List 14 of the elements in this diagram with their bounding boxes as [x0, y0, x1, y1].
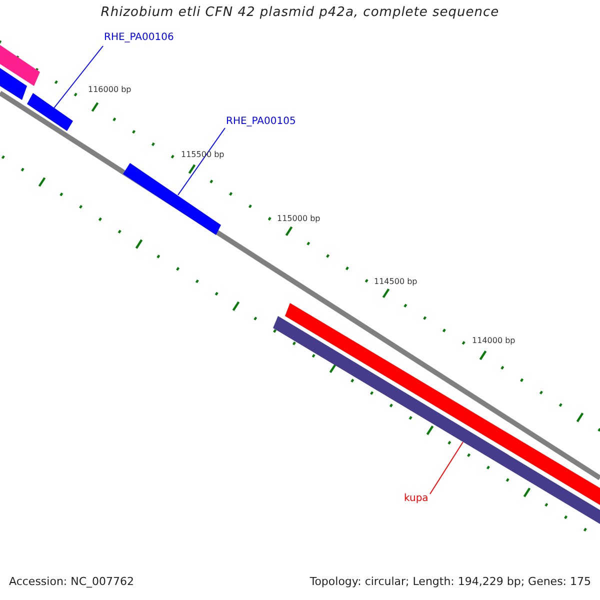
position-label: 115000 bp — [277, 214, 320, 223]
gene-bar — [123, 163, 221, 235]
gene-label: kupa — [404, 493, 428, 504]
footer-text: Topology: circular; Length: 194,229 bp; Genes: 175 — [310, 575, 591, 588]
gene-bar — [27, 93, 73, 131]
gene-label: RHE_PA00106 — [104, 32, 174, 43]
leader-line — [54, 46, 104, 108]
gene-bar — [273, 316, 600, 524]
position-label: 114000 bp — [472, 336, 516, 345]
title: Rhizobium etli CFN 42 plasmid p42a, complete sequence — [100, 5, 500, 20]
footer-text: Accession: NC_007762 — [9, 575, 134, 588]
leader-line — [430, 442, 464, 494]
gene-label: RHE_PA00105 — [226, 116, 296, 127]
leader-line — [178, 128, 226, 196]
